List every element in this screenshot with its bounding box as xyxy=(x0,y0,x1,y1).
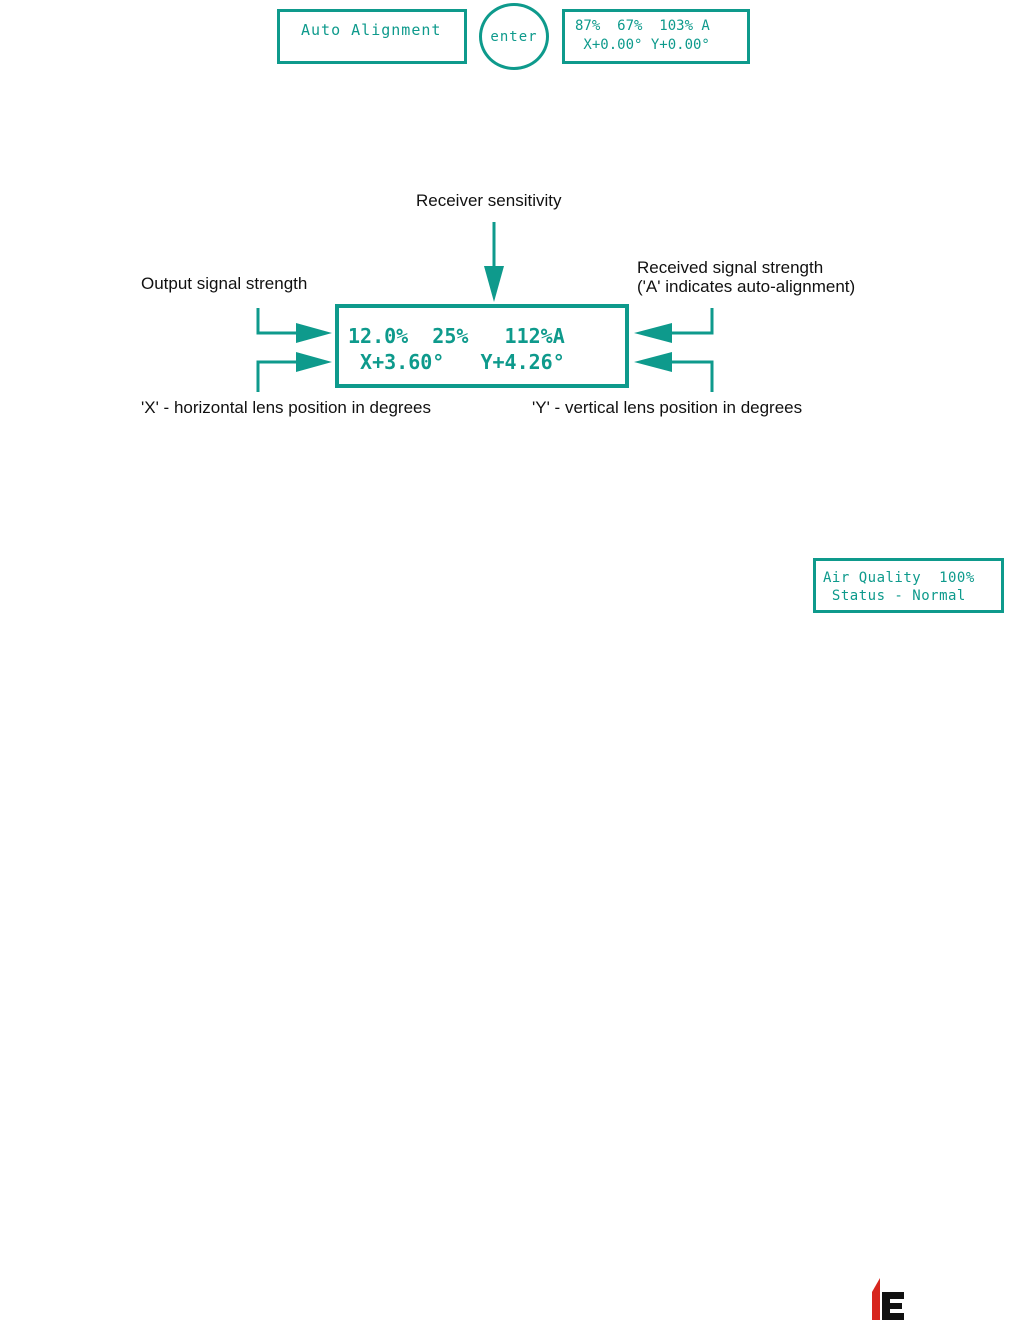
air-quality-line-2: Status - Normal xyxy=(823,588,966,604)
display-line-2: X+3.60° Y+4.26° xyxy=(348,350,565,374)
result-line-1: 87% 67% 103% A xyxy=(575,18,710,34)
alignment-result-screen: 87% 67% 103% A X+0.00° Y+0.00° xyxy=(562,9,750,64)
x-position-arrow-shaft xyxy=(256,360,300,392)
y-position-label: 'Y' - vertical lens position in degrees xyxy=(532,398,803,417)
received-signal-arrow-shaft xyxy=(668,308,714,335)
output-signal-arrowhead xyxy=(296,323,332,343)
output-signal-arrow-shaft xyxy=(256,308,300,335)
receiver-sensitivity-arrowhead xyxy=(484,266,504,302)
main-status-display: 12.0% 25% 112%A X+3.60° Y+4.26° xyxy=(335,304,629,388)
output-signal-label: Output signal strength xyxy=(141,274,308,293)
enter-button[interactable]: enter xyxy=(479,3,549,70)
result-line-2: X+0.00° Y+0.00° xyxy=(575,37,710,53)
received-signal-label: Received signal strength xyxy=(637,258,824,277)
y-position-arrowhead xyxy=(634,352,672,372)
auto-alignment-menu-screen: Auto Alignment xyxy=(277,9,467,64)
x-position-arrowhead xyxy=(296,352,332,372)
y-position-arrow-shaft xyxy=(668,360,714,392)
x-position-label: 'X' - horizontal lens position in degree… xyxy=(141,398,431,417)
receiver-sensitivity-label: Receiver sensitivity xyxy=(416,191,562,210)
menu-screen-text: Auto Alignment xyxy=(301,21,442,39)
display-line-1: 12.0% 25% 112%A xyxy=(348,324,565,348)
auto-alignment-note-label: ('A' indicates auto-alignment) xyxy=(637,277,856,296)
fire-brand-logo-icon xyxy=(872,1278,904,1320)
air-quality-screen: Air Quality 100% Status - Normal xyxy=(813,558,1004,613)
received-signal-arrowhead xyxy=(634,323,672,343)
air-quality-line-1: Air Quality 100% xyxy=(823,570,975,586)
